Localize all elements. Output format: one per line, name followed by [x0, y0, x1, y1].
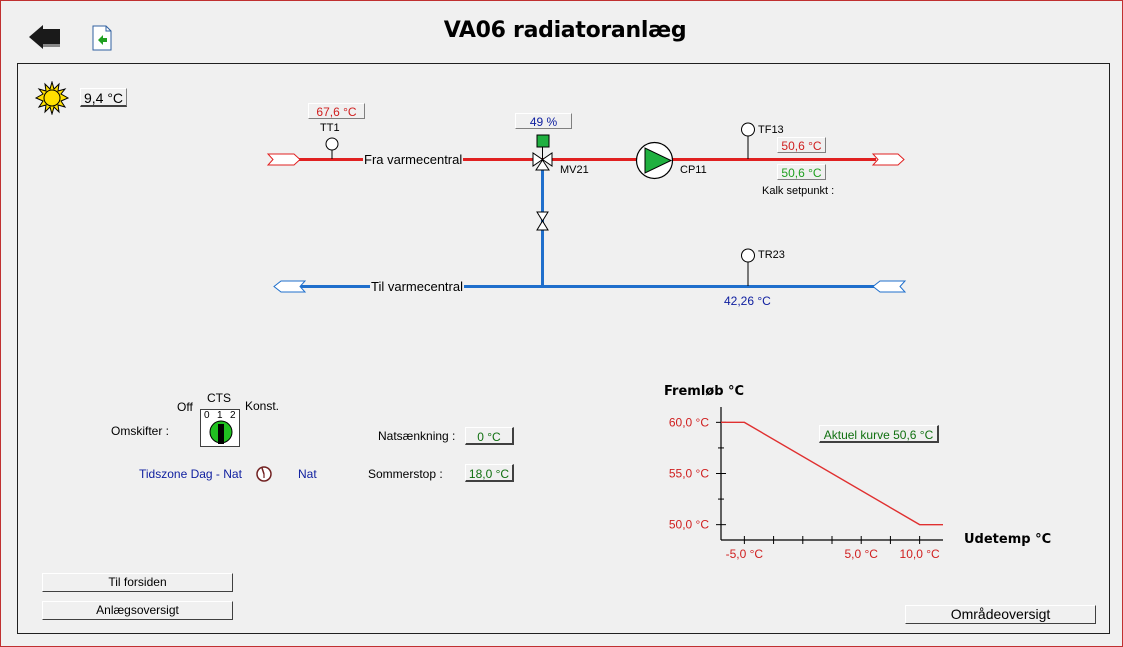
mv21-valve-icon [532, 134, 553, 171]
mv21-label: MV21 [560, 164, 589, 176]
kalk-setpunkt-label: Kalk setpunkt : [762, 185, 835, 197]
back-button[interactable] [26, 24, 62, 50]
cts-switch[interactable]: 0 1 2 [200, 409, 240, 447]
natsaenkning-label: Natsænkning : [378, 429, 456, 443]
switch-label: Omskifter : [111, 424, 170, 438]
switch-konst-label: Konst. [245, 399, 280, 413]
tt1-value: 67,6 °C [308, 103, 365, 119]
main-panel: 9,4 °C [17, 63, 1110, 634]
export-document-button[interactable] [90, 24, 114, 52]
x-tick-label-1: 5,0 °C [844, 547, 878, 561]
mv21-position-value: 49 % [515, 113, 572, 129]
switch-tick-2: 2 [230, 410, 236, 421]
tr23-label: TR23 [758, 249, 785, 261]
tidszone-state: Nat [298, 467, 317, 481]
tt1-sensor-icon [325, 137, 339, 151]
chart-xlabel: Udetemp °C [964, 532, 1052, 547]
sommerstop-label: Sommerstop : [368, 467, 443, 481]
heat-curve-line-0 [721, 421, 943, 526]
sun-icon [35, 81, 69, 115]
switch-off-label: Off [177, 400, 193, 414]
return-inlet-arrow-icon [872, 280, 907, 293]
return-pipe-label: Til varmecentral [370, 279, 464, 294]
tt1-label: TT1 [320, 122, 340, 134]
outdoor-temp-value: 9,4 °C [80, 88, 127, 107]
back-arrow-icon [29, 25, 60, 49]
tr23-sensor-icon [741, 248, 755, 263]
omraadeoversigt-button[interactable]: Områdeoversigt [905, 605, 1096, 624]
natsaenkning-value[interactable]: 0 °C [465, 427, 514, 445]
supply-inlet-arrow-icon [266, 153, 301, 166]
switch-tick-0: 0 [204, 410, 210, 421]
y-tick-label-1: 55,0 °C [669, 467, 709, 481]
clock-icon [256, 466, 272, 482]
rotary-switch-knob-icon [209, 420, 233, 444]
cp11-label: CP11 [680, 164, 707, 176]
aktuel-kurve-annotation: Aktuel kurve 50,6 °C [819, 425, 939, 443]
tidszone-label: Tidszone Dag - Nat [139, 467, 242, 481]
chart-ylabel: Fremløb °C [664, 384, 745, 399]
anlaegsoversigt-button[interactable]: Anlægsoversigt [42, 601, 233, 620]
til-forsiden-button[interactable]: Til forsiden [42, 573, 233, 592]
supply-pipe-label: Fra varmecentral [363, 152, 464, 167]
y-tick-label-0: 60,0 °C [669, 415, 709, 429]
document-export-icon [92, 25, 112, 51]
tf13-setpoint-value: 50,6 °C [777, 164, 826, 180]
page-title: VA06 radiatoranlæg [443, 18, 687, 43]
x-tick-label-0: -5,0 °C [726, 547, 764, 561]
sommerstop-value[interactable]: 18,0 °C [465, 464, 514, 482]
heat-curve-chart: 60,0 °C 55,0 °C 50,0 °C -5,0 °C 5,0 °C 1… [669, 407, 943, 561]
return-outlet-arrow-icon [273, 280, 307, 293]
tf13-sensor-icon [741, 122, 755, 137]
tf13-value: 50,6 °C [777, 137, 826, 153]
switch-title: CTS [207, 391, 231, 405]
tr23-value: 42,26 °C [724, 294, 771, 308]
switch-tick-1: 1 [217, 410, 223, 421]
tf13-label: TF13 [758, 124, 784, 136]
cp11-pump-icon [635, 141, 674, 180]
y-tick-label-2: 50,0 °C [669, 518, 709, 532]
supply-outlet-arrow-icon [871, 153, 905, 166]
bypass-valve-icon [536, 211, 549, 231]
x-tick-label-2: 10,0 °C [900, 547, 940, 561]
